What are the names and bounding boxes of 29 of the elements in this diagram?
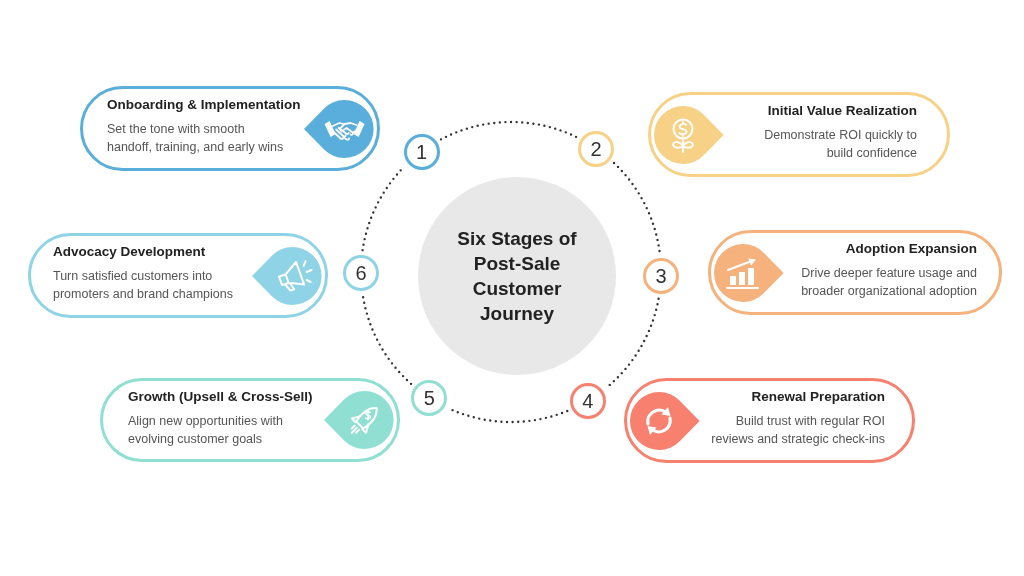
dotted-arc xyxy=(439,120,578,141)
dotted-arc xyxy=(361,294,413,386)
dotted-arc xyxy=(612,161,661,255)
card-description: Turn satisfied customers into promoters and brand champions xyxy=(53,268,234,303)
step-number: 6 xyxy=(355,263,367,284)
step-number: 1 xyxy=(416,141,428,162)
card-description: Demonstrate ROI quickly to build confidence xyxy=(763,127,917,162)
step-number: 2 xyxy=(590,138,602,159)
card-title: Onboarding & Implementation xyxy=(107,96,301,114)
number-circle xyxy=(578,130,615,167)
step-number: 3 xyxy=(655,265,667,286)
number-circle xyxy=(642,257,679,294)
card-title: Initial Value Realization xyxy=(767,102,917,120)
card-title: Growth (Upsell & Cross-Sell) xyxy=(128,388,313,406)
card-description: Build trust with regular ROI reviews and strategic check-ins xyxy=(710,413,885,448)
card-description: Drive deeper feature usage and broader organizational adoption xyxy=(800,265,977,300)
dotted-arc xyxy=(448,407,569,424)
card-title: Adoption Expansion xyxy=(845,240,977,258)
number-circle xyxy=(411,379,448,416)
card-description: Set the tone with smooth handoff, training, and early wins xyxy=(107,121,285,156)
step-number: 4 xyxy=(582,390,594,411)
card-title: Advocacy Development xyxy=(53,243,206,261)
number-circle xyxy=(343,255,379,292)
number-circle xyxy=(403,133,440,170)
card-title: Renewal Preparation xyxy=(751,388,885,406)
step-number: 5 xyxy=(423,387,435,408)
card-description: Align new opportunities with evolving customer goals xyxy=(128,413,284,448)
center-title: Six Stages of Post-Sale Customer Journey xyxy=(456,227,578,326)
number-circle xyxy=(569,382,606,419)
